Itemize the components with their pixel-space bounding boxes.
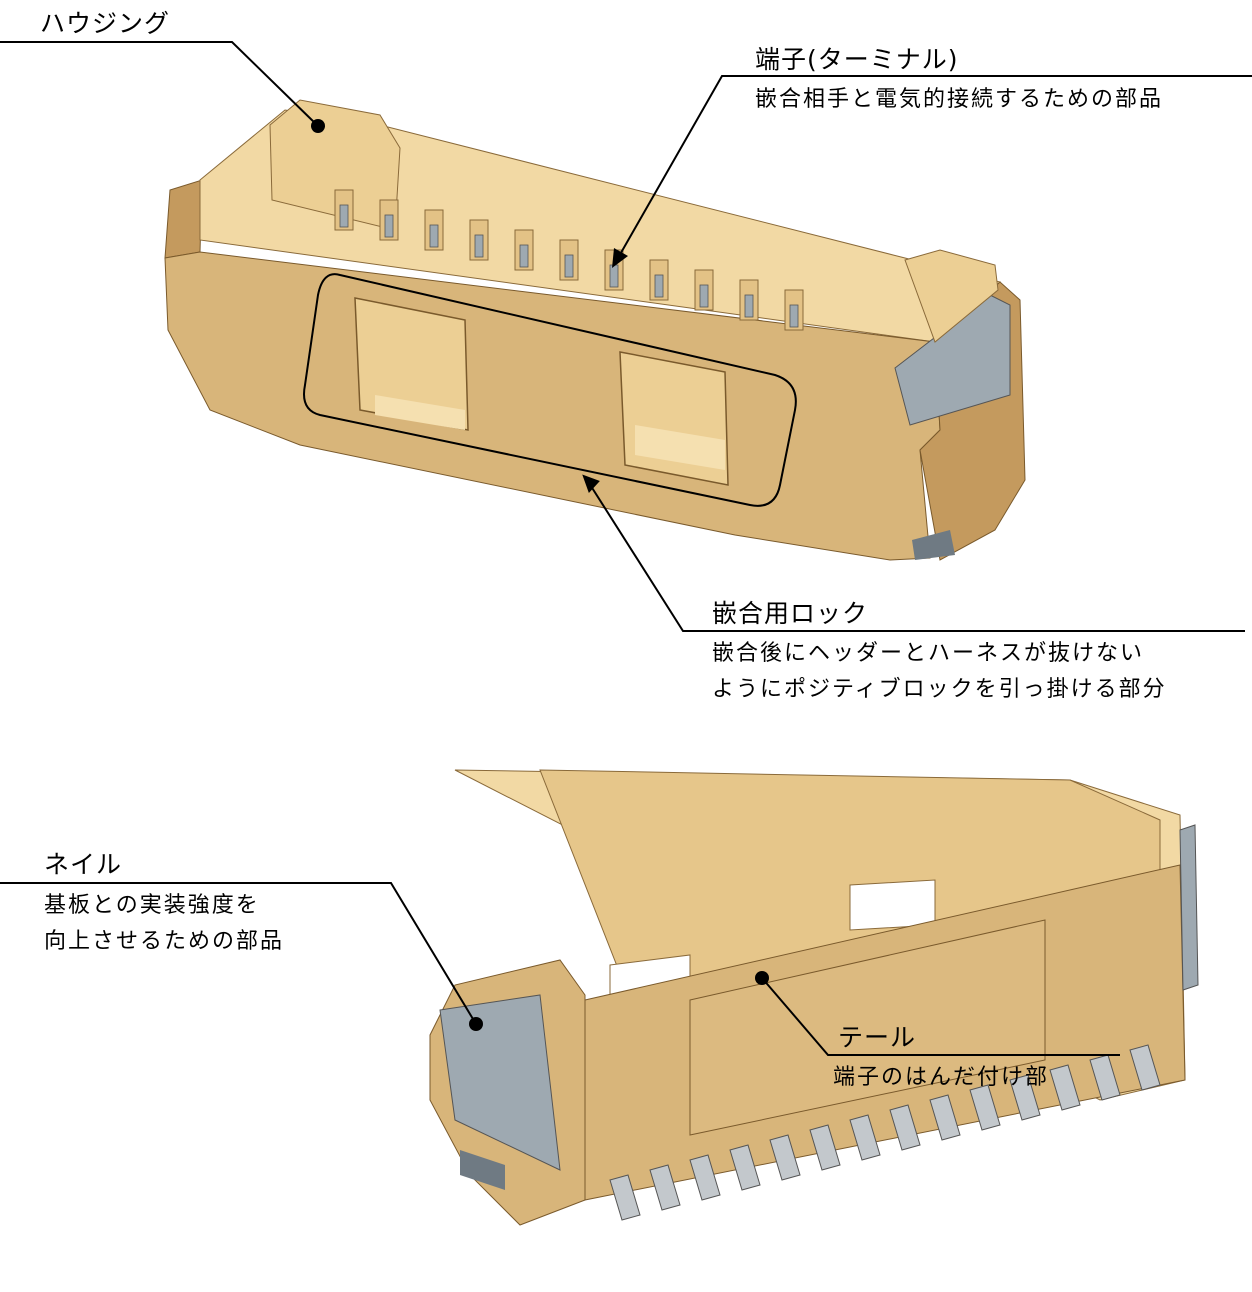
tail-description: 端子のはんだ付け部 [833,1060,1049,1096]
arrow-lock [582,474,600,494]
lock-title: 嵌合用ロック [712,599,869,628]
lock-description-line-2: ようにポジティブロックを引っ掛ける部分 [712,677,1167,702]
housing-title: ハウジング [40,9,171,38]
dot-tail [755,971,769,985]
top-terminals [339,204,799,328]
terminal-description: 嵌合相手と電気的接続するための部品 [755,82,1163,118]
arrow-terminal [612,248,628,268]
lock-description-line-1: 嵌合後にヘッダーとハーネスが抜けない [712,641,1145,666]
bottom-right-nail [1179,824,1199,991]
top-right-nail-foot [912,530,955,560]
terminal-title: 端子(ターミナル) [755,45,959,74]
leader-lock [588,482,1245,632]
nail-title: ネイル [44,850,123,879]
top-connector [164,99,1026,561]
nail-description: 基板との実装強度を 向上させるための部品 [44,888,284,960]
bottom-tails [609,1044,1161,1221]
leader-tail [761,977,1120,1056]
leader-markers [311,119,769,1031]
top-lock-highlight [303,273,797,507]
terminal-description-line: 嵌合相手と電気的接続するための部品 [755,87,1164,112]
bottom-left-nail-foot [460,1150,505,1190]
bottom-left-nail [439,994,561,1171]
top-housing-left-tower [269,99,401,231]
bottom-housing-window-1 [849,879,936,931]
bottom-connector [429,769,1199,1226]
leader-nail [0,882,477,1025]
tail-title: テール [838,1023,917,1052]
tail-description-line: 端子のはんだ付け部 [833,1065,1050,1090]
top-housing-left-face [164,179,203,259]
dot-nail [469,1017,483,1031]
top-housing-right-tower [904,249,999,343]
bottom-housing-front-panel [689,919,1046,1136]
top-lock-window-left-floor [375,395,465,430]
nail-description-line-1: 基板との実装強度を [44,893,260,918]
dot-housing [311,119,325,133]
lock-description: 嵌合後にヘッダーとハーネスが抜けない ようにポジティブロックを引っ掛ける部分 [712,636,1167,708]
leader-lines [0,41,1252,1056]
top-lock-window-right-floor [635,425,725,470]
nail-description-line-2: 向上させるための部品 [44,929,285,954]
leader-terminal [617,75,1252,259]
leader-housing [0,41,319,127]
